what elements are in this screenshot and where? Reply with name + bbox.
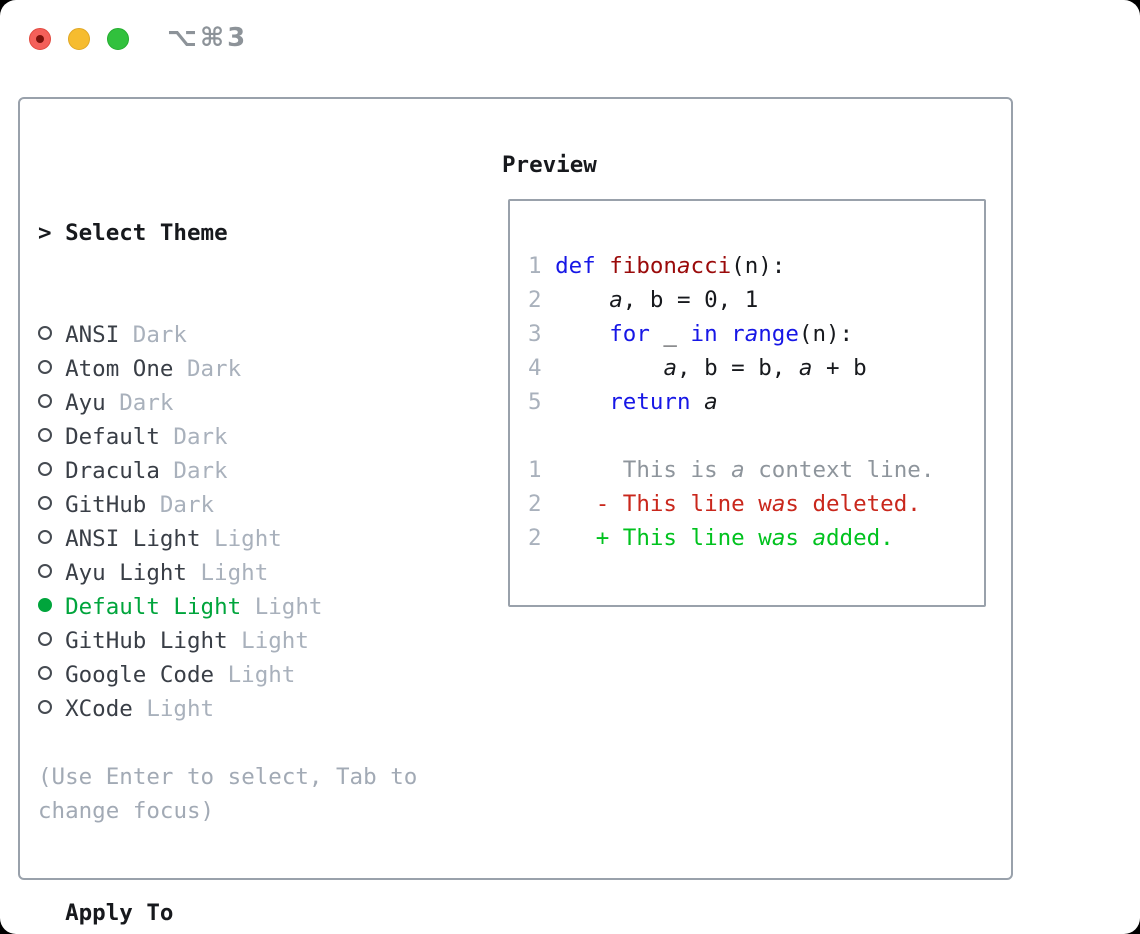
option-label: Google Code [65, 662, 215, 688]
option-variant-label: Dark [159, 492, 215, 518]
option-variant-label: Light [241, 628, 309, 654]
line-number: 2 [528, 525, 542, 551]
theme-option[interactable]: Google Code Light [38, 658, 322, 692]
option-variant-label: Dark [173, 458, 228, 484]
radio-icon [38, 352, 52, 386]
option-label: Dracula [65, 458, 160, 484]
line-number: 1 [528, 253, 542, 279]
theme-option[interactable]: XCode Light [38, 692, 322, 726]
line-number: 2 [528, 287, 542, 313]
option-variant-label: Dark [186, 356, 242, 382]
code-line: 3 for _ in range(n): [528, 317, 966, 351]
theme-option[interactable]: GitHub Light Light [38, 624, 322, 658]
option-label: Default [65, 424, 160, 450]
zoom-button[interactable] [107, 28, 129, 50]
preview-title: Preview [502, 152, 597, 178]
option-variant-label: Light [214, 526, 282, 552]
radio-icon [38, 488, 52, 522]
theme-option[interactable]: ANSI Light Light [38, 522, 322, 556]
theme-option[interactable]: Default Dark [38, 420, 322, 454]
option-label: GitHub [65, 492, 147, 518]
line-number: 1 [528, 457, 542, 483]
option-label: GitHub Light [65, 628, 228, 654]
radio-selected-icon [38, 590, 52, 624]
close-dot-icon [36, 35, 44, 43]
diff-context-line: 1 This is a context line. [528, 453, 966, 487]
theme-option[interactable]: Atom One Dark [38, 352, 322, 386]
radio-icon [38, 522, 52, 556]
option-variant-label: Light [146, 696, 215, 722]
option-variant-label: Dark [173, 424, 228, 450]
diff-deleted-line: 2 - This line was deleted. [528, 487, 966, 521]
option-variant-label: Light [227, 662, 296, 688]
apply-to-header: Apply To [38, 896, 322, 930]
line-number: 3 [528, 321, 542, 347]
option-label: Ayu Light [65, 560, 187, 586]
diff-added-line: 2 + This line was added. [528, 521, 966, 555]
select-theme-header-label: Select Theme [65, 220, 228, 246]
radio-icon [38, 386, 52, 420]
close-button[interactable] [29, 28, 51, 50]
line-number: 4 [528, 355, 542, 381]
blank-line [528, 419, 966, 453]
option-label: ANSI Light [65, 526, 201, 552]
cursor-marker: > [38, 220, 52, 246]
theme-option[interactable]: Ayu Light Light [38, 556, 322, 590]
theme-option[interactable]: ANSI Dark [38, 318, 322, 352]
window-title: ⌥⌘3 [167, 23, 249, 53]
theme-option[interactable]: Default Light Light [38, 590, 322, 624]
titlebar: ⌥⌘3 [0, 0, 1140, 78]
option-label: Atom One [65, 356, 174, 382]
select-theme-header: > Select Theme [38, 216, 322, 250]
option-variant-label: Light [254, 594, 323, 620]
code-line: 5 return a [528, 385, 966, 419]
minimize-button[interactable] [68, 28, 90, 50]
radio-icon [38, 658, 52, 692]
option-variant-label: Light [200, 560, 269, 586]
radio-icon [38, 318, 52, 352]
option-label: Ayu [65, 390, 106, 416]
apply-to-header-label: Apply To [65, 900, 174, 926]
radio-icon [38, 624, 52, 658]
radio-icon [38, 692, 52, 726]
line-number: 2 [528, 491, 542, 517]
option-label: ANSI [65, 322, 120, 348]
keyboard-hint: (Use Enter to select, Tab to change focu… [38, 764, 418, 824]
theme-option[interactable]: GitHub Dark [38, 488, 322, 522]
option-label: XCode [65, 696, 133, 722]
radio-icon [38, 420, 52, 454]
code-line: 4 a, b = b, a + b [528, 351, 966, 385]
radio-icon [38, 454, 52, 488]
code-line: 2 a, b = 0, 1 [528, 283, 966, 317]
option-variant-label: Dark [132, 322, 187, 348]
theme-option[interactable]: Dracula Dark [38, 454, 322, 488]
line-number: 5 [528, 389, 542, 415]
theme-option[interactable]: Ayu Dark [38, 386, 322, 420]
radio-icon [38, 556, 52, 590]
option-label: Default Light [65, 594, 242, 620]
option-variant-label: Dark [119, 390, 174, 416]
